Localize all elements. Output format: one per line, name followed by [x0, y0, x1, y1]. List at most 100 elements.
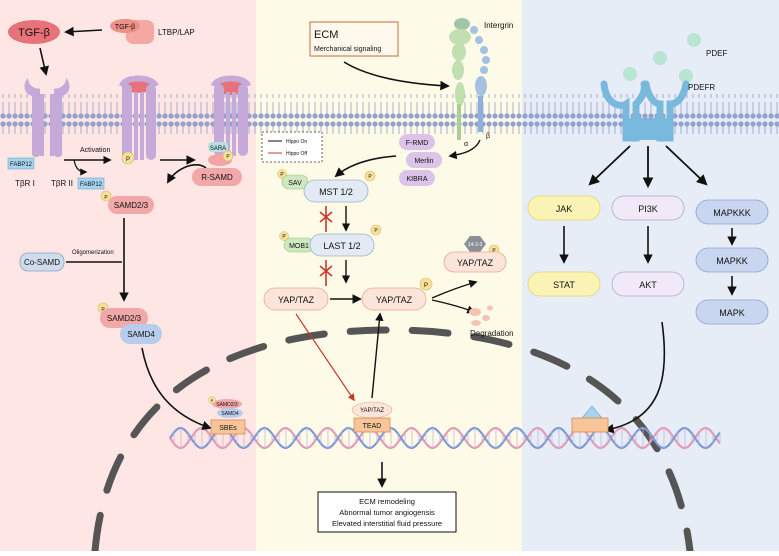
- tgf-beta-small-label: TGF-β: [115, 24, 135, 31]
- arrow-rsamd-to-samd23: [167, 164, 207, 184]
- jak-label: JAK: [556, 204, 573, 214]
- sbe-samd23-label: SAMD2/3: [216, 402, 238, 408]
- arrow-tead-to-yap: [371, 312, 384, 399]
- arrow-ltbp-to-tgf: [64, 26, 103, 37]
- integrin-label: Intergrin: [484, 21, 513, 30]
- mapkkk-label: MAPKKK: [713, 208, 751, 218]
- yap-nucleus-label: YAP/TAZ: [360, 408, 384, 414]
- phospho-mst-label: P: [368, 174, 372, 180]
- samd23-top-label: SAMD2/3: [114, 201, 149, 210]
- arrow-to-mapkkk: [665, 145, 708, 186]
- receptor-1-label: TβR I: [15, 179, 35, 188]
- f-rmd-label: F-RMD: [406, 140, 429, 147]
- sbes-box: [210, 419, 246, 435]
- degradation-fragments: [469, 305, 493, 326]
- samd4-box: [120, 324, 162, 344]
- co-samd-label: Co-SAMD: [24, 258, 60, 267]
- outcome-3: Elevated interstitial fluid pressure: [332, 519, 442, 528]
- fabp12-membrane-label: FABP12: [10, 162, 33, 168]
- stat-box: [527, 271, 601, 297]
- protein-1433-hexagon: [464, 236, 486, 252]
- arrow-samd-to-sbe: [141, 347, 212, 431]
- yap-center-box: [361, 287, 427, 311]
- tgf-beta-ligand: [8, 20, 60, 44]
- merlin-label: Merlin: [414, 158, 433, 165]
- samd23-top-box: [108, 196, 154, 214]
- ecm-box: [309, 21, 399, 57]
- phospho-samd23-top-label: P: [104, 195, 108, 201]
- dna-strand-pink: [169, 426, 721, 450]
- samd23-complex-box: [100, 308, 148, 328]
- pdef-ligand-2: [653, 51, 667, 65]
- tgf-receptor-inactive: [24, 78, 70, 157]
- sara-label: SARA: [210, 146, 226, 152]
- phospho-activation: [121, 151, 135, 165]
- akt-label: AKT: [639, 280, 657, 290]
- phospho-activation-label: P: [126, 157, 130, 163]
- mob1-label: MOB1: [289, 243, 309, 250]
- pdef-ligand-1: [687, 33, 701, 47]
- outcome-1: ECM remodeling: [359, 497, 415, 506]
- phospho-yap-center-label: P: [424, 283, 428, 289]
- tgf-receptor-bound: [119, 75, 159, 160]
- tgf-beta-small: [110, 19, 140, 33]
- co-samd-box: [19, 252, 65, 272]
- phospho-sav: [277, 169, 287, 179]
- phospho-samd23-top: [100, 190, 112, 202]
- arrow-integrin-to-merlin: [448, 139, 481, 160]
- samd23-complex-label: SAMD2/3: [107, 314, 142, 323]
- phospho-sbe: [208, 396, 216, 404]
- mapk-label: MAPK: [719, 308, 745, 318]
- arrow-ecm-to-integrin: [343, 61, 450, 91]
- dna-rungs: [173, 428, 721, 448]
- legend-on-label: Hippo On: [286, 139, 307, 145]
- hippo-panel-group: ECM Merchanical signaling Intergrin α β …: [261, 18, 514, 533]
- ltbp-lap-label: LTBP/LAP: [158, 28, 195, 37]
- phospho-sara-label: P: [226, 154, 230, 160]
- mapkk-label: MAPKK: [716, 256, 748, 266]
- phospho-mob1: [279, 231, 289, 241]
- sara-box: [208, 142, 228, 152]
- dna-strand-blue: [169, 426, 721, 450]
- pdef-ligand-4: [679, 69, 693, 83]
- sbes-label: SBEs: [219, 425, 237, 432]
- pdef-label: PDEF: [706, 49, 727, 58]
- kibra-label: KIBRA: [406, 176, 427, 183]
- sbe-samd4: [217, 408, 243, 418]
- pdefr-label: PDEFR: [688, 83, 715, 92]
- protein-1433-label: 14-3-3: [468, 242, 483, 248]
- arrow-activation-branch: [73, 159, 88, 176]
- arrow-yap-to-phospho: [431, 279, 478, 299]
- ecm-subtitle: Merchanical signaling: [314, 46, 381, 53]
- phospho-sav-label: P: [280, 172, 284, 178]
- phospho-last-label: P: [374, 228, 378, 234]
- phospho-sbe-label: P: [211, 398, 214, 403]
- sbe-samd23: [212, 399, 242, 409]
- tead-box: [353, 417, 391, 433]
- merlin-box: [406, 152, 442, 168]
- integrin-alpha: [449, 18, 471, 140]
- pi3k-label: PI3K: [638, 204, 658, 214]
- alpha-label: α: [464, 141, 468, 148]
- arrow-merlin-to-mst: [334, 155, 397, 178]
- jak-box: [527, 195, 601, 221]
- last-label: LAST 1/2: [323, 241, 360, 251]
- inhibit-last-yap: [319, 260, 333, 286]
- tead-label: TEAD: [363, 423, 382, 430]
- inhibit-mst-last: [319, 206, 333, 232]
- r-samd-box: [192, 168, 242, 186]
- mst-box: [303, 179, 369, 203]
- phospho-mst: [364, 170, 376, 182]
- pdgf-panel-group: PDEF PDEFR JAK STAT PI3K AKT MAPKKK MAPK…: [527, 33, 769, 434]
- oligomerization-label: Oligomerization: [72, 250, 114, 256]
- pdefr-receptor: [600, 80, 690, 142]
- arrow-yap-left-to-nucleus: [295, 313, 355, 402]
- phospho-mob1-label: P: [282, 234, 286, 240]
- nuclear-envelope: [91, 326, 694, 555]
- mapkkk-box: [695, 199, 769, 225]
- fabp12-lower-label: FABP12: [80, 182, 103, 188]
- tgf-panel-group: TGF-β TGF-β LTBP/LAP FABP12 TβR I TβR II: [7, 19, 251, 435]
- yap-center-label: YAP/TAZ: [376, 295, 413, 305]
- akt-box: [611, 271, 685, 297]
